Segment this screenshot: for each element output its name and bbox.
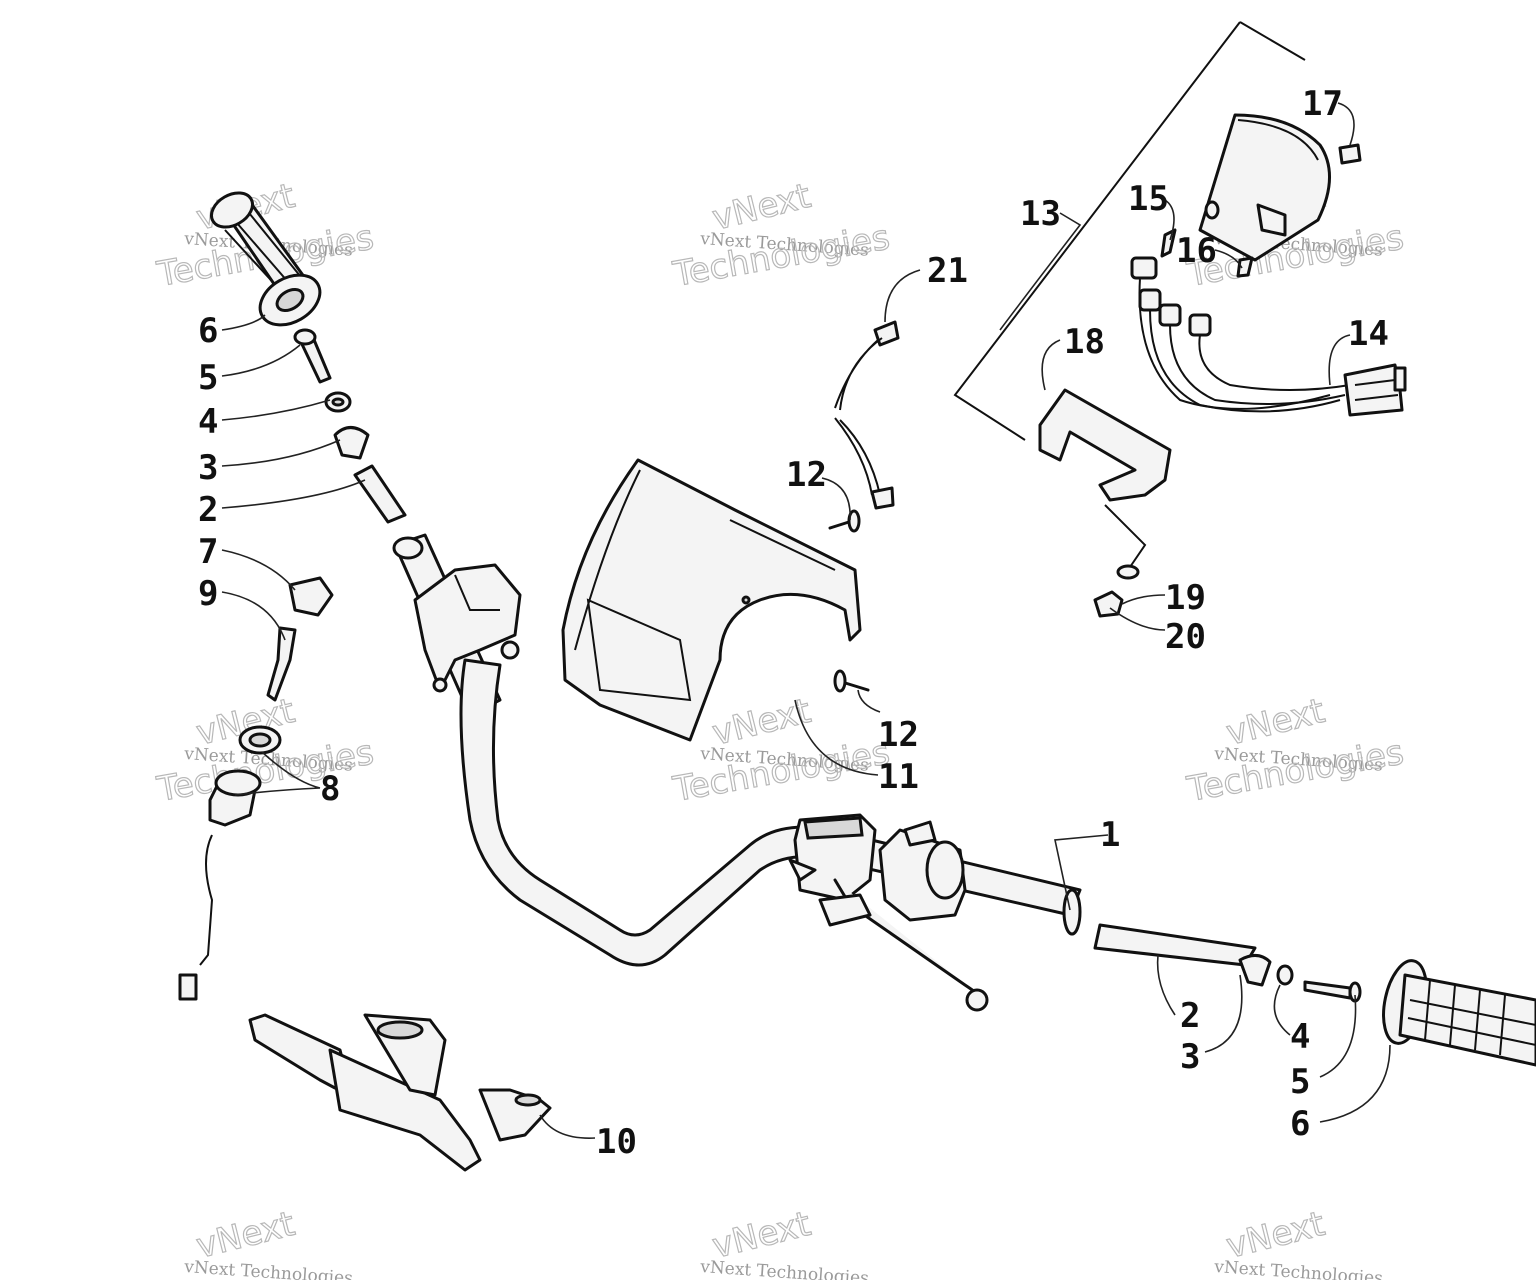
wiring-connector xyxy=(1343,363,1407,417)
speedometer-assembly xyxy=(953,21,1407,618)
ignition-assembly xyxy=(178,576,334,1001)
pod-screws xyxy=(828,509,870,693)
callout-12-upper: 12 xyxy=(786,455,827,495)
callout-4-left: 4 xyxy=(198,402,218,442)
leader-lines xyxy=(221,102,1391,1139)
watermark-small: vNext Technologies xyxy=(183,1257,354,1280)
speedometer-cable xyxy=(834,320,900,510)
callout-15: 15 xyxy=(1128,179,1169,219)
watermarks: vNext vNext Technologies Technologies vN… xyxy=(153,175,1407,1280)
callout-20: 20 xyxy=(1165,617,1206,657)
brake-master-cylinder xyxy=(788,813,989,1012)
callout-7: 7 xyxy=(198,532,218,572)
callout-3-left: 3 xyxy=(198,448,218,488)
watermark-2: vNext vNext Technologies Technologies xyxy=(669,175,893,295)
left-grip-assembly xyxy=(210,191,407,524)
callout-5-left: 5 xyxy=(198,358,218,398)
callout-2-left: 2 xyxy=(198,490,218,530)
watermark-big-top: vNext xyxy=(709,1204,815,1267)
callout-2-right: 2 xyxy=(1180,996,1200,1036)
callout-9: 9 xyxy=(198,574,218,614)
callout-5-right: 5 xyxy=(1290,1062,1310,1102)
watermark-big-top: vNext xyxy=(1223,1204,1329,1267)
callout-8: 8 xyxy=(320,769,340,809)
callout-14: 14 xyxy=(1348,314,1389,354)
callout-1: 1 xyxy=(1100,815,1120,855)
callout-18: 18 xyxy=(1064,322,1105,362)
callout-16: 16 xyxy=(1176,231,1217,271)
speedometer-bulbs xyxy=(1130,256,1212,337)
watermark-small: vNext Technologies xyxy=(699,1257,870,1280)
callout-21: 21 xyxy=(927,251,968,291)
headlight-pod xyxy=(561,458,862,742)
watermark-7: vNext vNext Technologies xyxy=(183,1203,354,1280)
watermark-6: vNext vNext Technologies Technologies xyxy=(1183,690,1407,810)
mounting-bracket xyxy=(248,1013,552,1172)
throttle-housing xyxy=(878,820,967,922)
watermark-big-top: vNext xyxy=(709,176,815,239)
watermark-big-top: vNext xyxy=(1223,691,1329,754)
watermark-small: vNext Technologies xyxy=(1213,1257,1384,1280)
callout-12-lower: 12 xyxy=(878,715,919,755)
callout-3-right: 3 xyxy=(1180,1037,1200,1077)
right-grip-assembly xyxy=(1093,923,1536,1067)
watermark-9: vNext vNext Technologies xyxy=(1213,1203,1384,1280)
left-switch-housing xyxy=(413,563,522,693)
callout-6-right: 6 xyxy=(1290,1104,1310,1144)
watermark-8: vNext vNext Technologies xyxy=(699,1203,870,1280)
watermark-4: vNext vNext Technologies Technologies xyxy=(153,690,377,810)
callout-17: 17 xyxy=(1302,84,1343,124)
watermark-big-top: vNext xyxy=(709,691,815,754)
watermark-big-top: vNext xyxy=(193,1204,299,1267)
callout-4-right: 4 xyxy=(1290,1017,1310,1057)
callout-13: 13 xyxy=(1020,194,1061,234)
callouts: 6 5 4 3 2 7 9 8 10 11 12 12 21 13 15 16 … xyxy=(198,84,1389,1162)
callout-10: 10 xyxy=(596,1122,637,1162)
callout-6-left: 6 xyxy=(198,311,218,351)
callout-19: 19 xyxy=(1165,578,1206,618)
callout-11: 11 xyxy=(878,757,919,797)
